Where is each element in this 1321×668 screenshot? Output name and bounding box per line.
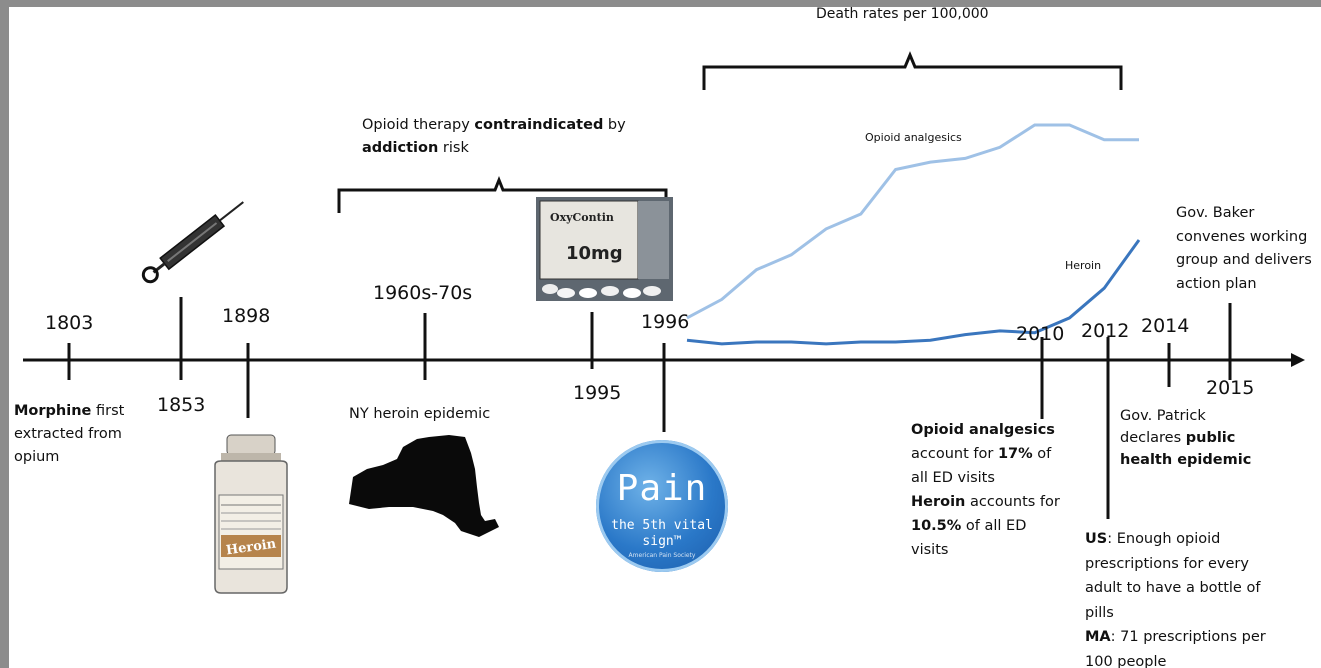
- morphine-rest: first: [91, 403, 125, 419]
- pain-logo-word: Pain: [616, 468, 708, 509]
- e2012-line1-post: : Enough opioid: [1107, 531, 1221, 547]
- year-1853: 1853: [157, 394, 206, 416]
- e2012-line5-post: : 71 prescriptions per: [1110, 629, 1266, 645]
- morphine-line2: extracted from: [14, 426, 122, 442]
- bracket-death-rates: [702, 51, 1123, 90]
- syringe-image: [137, 177, 255, 297]
- e2012-line3: adult to have a bottle of: [1085, 580, 1261, 596]
- e2015-line4: action plan: [1176, 275, 1257, 292]
- e2014-line2-pre: declares: [1120, 430, 1186, 446]
- oxycontin-label: OxyContin: [550, 211, 614, 224]
- event-ny-heroin: NY heroin epidemic: [349, 406, 491, 422]
- timeline-arrowhead: [1291, 353, 1305, 367]
- pain-vital-sign-logo: Pain the 5th vital sign™ American Pain S…: [596, 440, 728, 572]
- timeline-canvas: Heroin OxyContin 10mg Pain the 5th vital…: [9, 7, 1321, 668]
- heroin-bottle-label: Heroin: [225, 536, 278, 558]
- pain-logo-subtitle-line1: the 5th vital: [611, 518, 713, 533]
- heroin-bottle-image: Heroin: [214, 434, 288, 594]
- chart-series-heroin-line: [686, 239, 1141, 346]
- year-2014: 2014: [1141, 315, 1190, 337]
- event-2010: Opioid analgesics account for 17% of all…: [911, 418, 1060, 562]
- year-1803: 1803: [45, 312, 94, 334]
- pain-logo-org: American Pain Society: [628, 552, 696, 559]
- e2012-line1-bold: US: [1085, 531, 1108, 547]
- e2015-line1: Gov. Baker: [1176, 205, 1255, 221]
- event-2014: Gov. Patrick declares public health epid…: [1120, 405, 1251, 471]
- e2015-line2: convenes working: [1176, 228, 1308, 245]
- e2012-line5-bold: MA: [1085, 629, 1111, 645]
- oxycontin-dose: 10mg: [566, 243, 623, 264]
- e2010-line3: all ED visits: [911, 470, 995, 486]
- bracket-contraindicated: [337, 175, 668, 213]
- e2010-line6: visits: [911, 542, 949, 558]
- e2012-line6: 100 people: [1085, 653, 1167, 668]
- contraindicated-note: Opioid therapy contraindicated by addict…: [362, 114, 626, 160]
- death-rates-title: Death rates per 100,000: [816, 7, 989, 22]
- e2010-line2-post: of: [1032, 446, 1052, 462]
- year-1898: 1898: [222, 305, 271, 327]
- year-2012: 2012: [1081, 320, 1130, 342]
- e2010-line4-post: accounts for: [965, 494, 1060, 510]
- year-1960s-70s: 1960s-70s: [373, 282, 473, 304]
- series-label-opioid: Opioid analgesics: [865, 131, 962, 144]
- year-2010: 2010: [1016, 323, 1065, 345]
- e2012-line2: prescriptions for every: [1085, 555, 1249, 572]
- e2010-line4-bold: Heroin: [911, 494, 966, 510]
- chart-series-opioid-line: [686, 123, 1139, 320]
- e2014-line3-bold: health epidemic: [1120, 452, 1252, 468]
- year-2015: 2015: [1206, 377, 1255, 399]
- note-line1-bold: contraindicated: [474, 117, 604, 133]
- oxycontin-image: OxyContin 10mg: [536, 197, 673, 301]
- morphine-line3: opium: [14, 449, 60, 465]
- note-line1-post: by: [603, 117, 626, 133]
- note-line1-pre: Opioid therapy: [362, 117, 475, 133]
- series-label-heroin: Heroin: [1065, 259, 1102, 272]
- morphine-bold: Morphine: [14, 403, 92, 419]
- e2010-line2-pre: account for: [911, 446, 998, 462]
- e2014-line1: Gov. Patrick: [1120, 408, 1206, 424]
- e2010-line5-post: of all ED: [961, 518, 1027, 534]
- e2015-line3: group and delivers: [1176, 252, 1312, 268]
- e2010-line1: Opioid analgesics: [911, 422, 1055, 438]
- event-2015: Gov. Baker convenes working group and de…: [1176, 202, 1312, 296]
- timeline-graphics: Heroin OxyContin 10mg: [23, 51, 1305, 594]
- pain-logo-subtitle: the 5th vital sign™: [596, 518, 728, 550]
- e2014-line2-bold: public: [1185, 430, 1236, 446]
- ny-state-silhouette: [349, 435, 499, 537]
- year-1995: 1995: [573, 382, 622, 404]
- pain-logo-subtitle-line2: sign™: [642, 534, 682, 549]
- e2012-line4: pills: [1085, 604, 1114, 621]
- note-line2-post: risk: [438, 140, 469, 156]
- event-morphine: Morphine first extracted from opium: [14, 400, 124, 469]
- year-1996: 1996: [641, 311, 690, 333]
- e2010-line2-bold: 17%: [997, 446, 1033, 462]
- e2010-line5-bold: 10.5%: [911, 518, 962, 534]
- note-line2-bold: addiction: [362, 140, 439, 156]
- event-2012: US: Enough opioid prescriptions for ever…: [1085, 527, 1266, 668]
